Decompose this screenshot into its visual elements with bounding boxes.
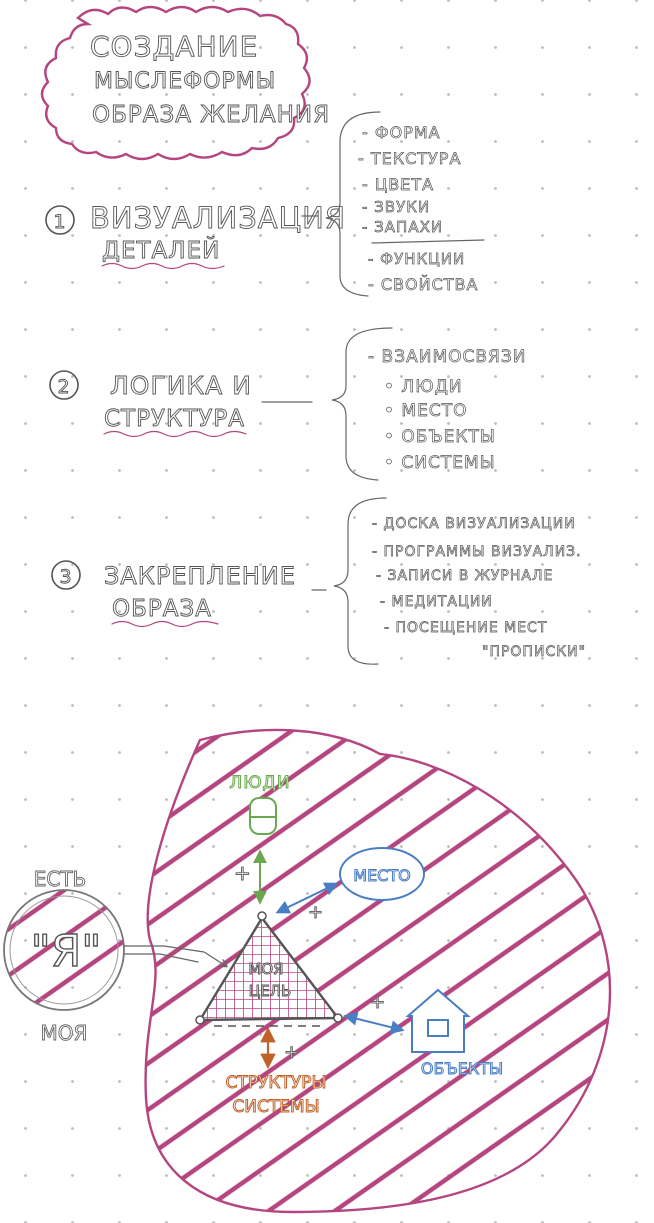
section-3: 3 Закрепление образа - доска визуализаци… (52, 498, 586, 664)
section-1-item: - цвета (362, 175, 434, 194)
section-3-item: - доска визуализации (372, 516, 576, 532)
section-2-item: • системы (384, 453, 496, 473)
section-3-item: "прописки" (482, 644, 586, 660)
section-1-item: - форма (362, 123, 441, 142)
section-1-item: - запахи (362, 218, 443, 236)
section-1-heading-line-2: деталей (102, 236, 220, 264)
section-1-heading-line-1: Визуализация (90, 201, 346, 235)
section-1-divider (372, 240, 484, 243)
title-line-3: образа желания (92, 102, 330, 128)
plus-place: + (308, 902, 323, 923)
section-2-heading-line-2: структура (104, 406, 245, 432)
section-1-item: - звуки (362, 198, 430, 216)
section-3-item: - посещение мест (384, 620, 547, 636)
section-3-heading-line-2: образа (112, 596, 212, 622)
section-1-item: - текстура (358, 149, 461, 168)
section-3-item: - записи в журнале (376, 568, 553, 584)
section-2-underline (104, 432, 246, 437)
section-1-item: - функции (368, 250, 465, 268)
section-1-underline (102, 264, 224, 269)
self-center-label: "я" (30, 926, 101, 977)
section-2-item: - взаимосвязи (368, 347, 526, 367)
goal-line-2: цель (249, 982, 292, 1000)
section-1-item: - свойства (368, 275, 478, 294)
goal-line-1: моя (248, 960, 283, 978)
section-3-heading-line-1: Закрепление (104, 562, 296, 590)
section-2-number: 2 (57, 376, 70, 398)
plus-objects: + (370, 992, 385, 1013)
title-line-1: Создание (90, 30, 258, 63)
plus-structures: + (284, 1042, 299, 1063)
section-3-item: - программы визуализ. (372, 544, 582, 560)
section-2-heading-line-1: Логика и (110, 371, 252, 400)
structures-line-1: структуры (226, 1073, 327, 1093)
title-line-2: мыслеформы (94, 69, 276, 94)
place-label: место (353, 866, 410, 885)
section-2-item: • объекты (384, 427, 496, 447)
section-3-item: - медитации (380, 594, 493, 610)
section-2: 2 Логика и структура - взаимосвязи • люд… (50, 328, 526, 480)
structures-line-2: системы (232, 1097, 319, 1117)
objects-label: объекты (421, 1059, 503, 1078)
section-3-underline (112, 622, 218, 627)
section-1-number: 1 (53, 211, 66, 233)
goal-blob (146, 730, 610, 1212)
section-2-item: • люди (384, 377, 463, 397)
plus-people: + (234, 861, 251, 885)
section-1: 1 Визуализация деталей - форма - текстур… (46, 112, 484, 296)
self-top-label: есть (34, 867, 87, 891)
section-2-item: • место (384, 401, 467, 421)
self-bottom-label: моя (41, 1021, 88, 1045)
people-label: люди (229, 773, 290, 793)
section-3-number: 3 (59, 566, 72, 588)
